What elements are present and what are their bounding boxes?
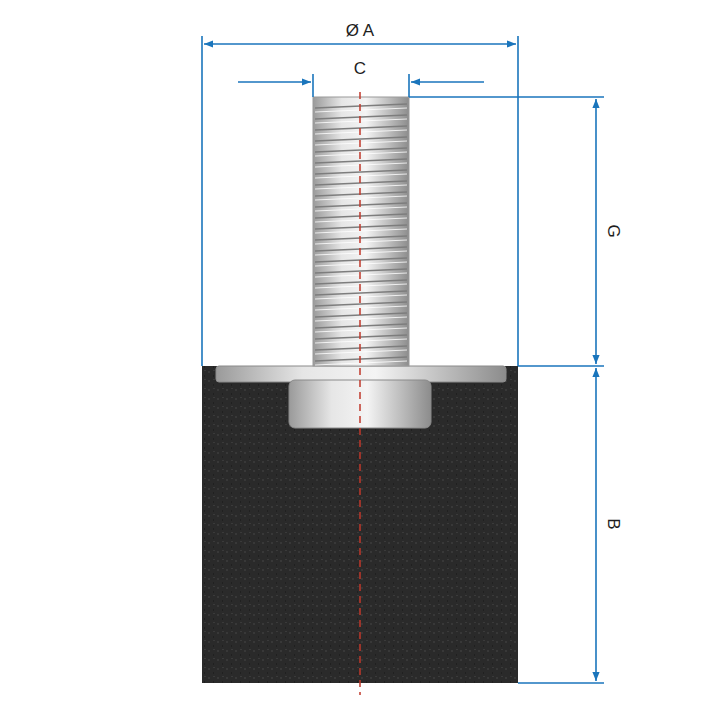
dimension-lines bbox=[202, 36, 604, 683]
height-label: B bbox=[605, 518, 622, 529]
thread-size-label: C bbox=[354, 60, 366, 77]
diameter-label: Ø A bbox=[346, 22, 374, 39]
threaded-stud bbox=[313, 97, 409, 366]
center-line bbox=[359, 92, 361, 695]
thread-lines bbox=[315, 104, 407, 365]
stud-length-label: G bbox=[605, 224, 622, 237]
